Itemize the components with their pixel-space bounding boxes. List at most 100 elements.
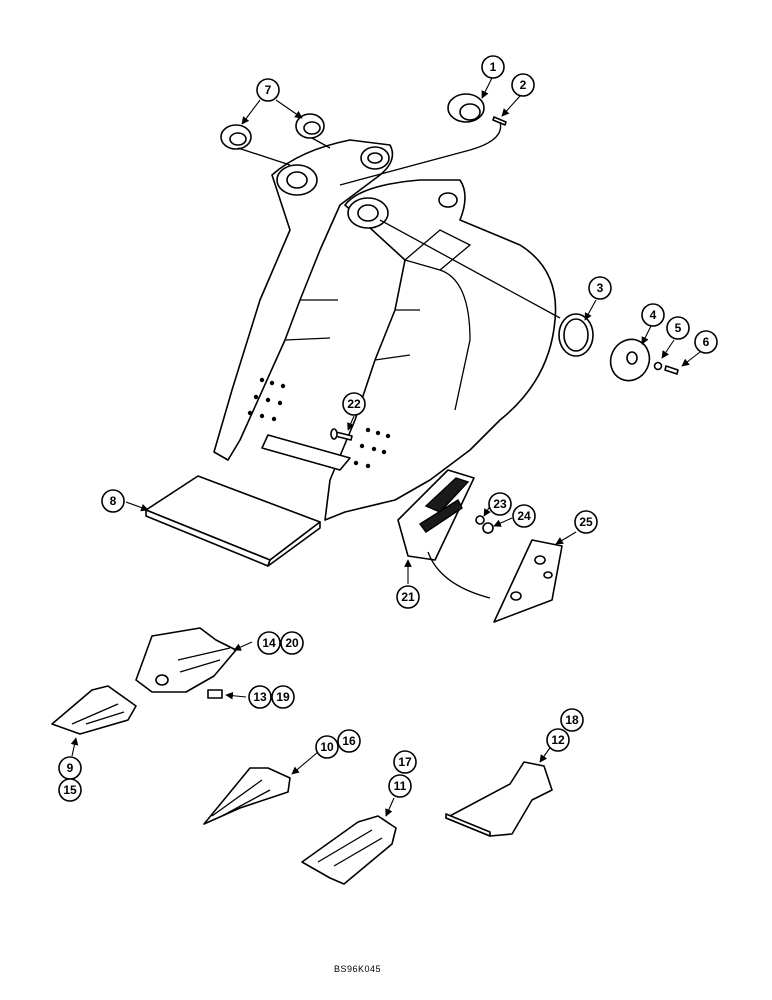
callout-7: 7 (256, 78, 280, 102)
adapter-14 (135, 627, 237, 693)
callout-circle (280, 631, 304, 655)
callout-9: 9 (58, 756, 82, 780)
callout-8: 8 (101, 489, 125, 513)
callout-number: 16 (342, 734, 356, 748)
callout-circle (574, 510, 598, 534)
callout-circle (271, 685, 295, 709)
bolt-holes-right (353, 427, 391, 469)
callout-25: 25 (574, 510, 598, 534)
leader-lines (70, 77, 701, 817)
pin-13 (207, 689, 223, 699)
callout-circle (488, 492, 512, 516)
callout-number: 1 (490, 60, 497, 74)
callout-6: 6 (694, 330, 718, 354)
bolt-22 (330, 428, 353, 441)
callout-number: 14 (262, 636, 276, 650)
callout-circle (248, 685, 272, 709)
callout-23: 23 (488, 492, 512, 516)
callout-number: 23 (493, 497, 507, 511)
callout-number: 18 (565, 713, 579, 727)
callout-circle (396, 585, 420, 609)
side-cutter-25 (493, 539, 563, 623)
callout-circle (641, 303, 665, 327)
callout-circle (694, 330, 718, 354)
callout-circle (512, 504, 536, 528)
callout-number: 3 (597, 281, 604, 295)
callout-14: 14 (257, 631, 281, 655)
callout-11: 11 (388, 774, 412, 798)
tooth-11 (301, 815, 397, 885)
callout-number: 13 (253, 690, 267, 704)
callout-16: 16 (337, 729, 361, 753)
callout-number: 20 (285, 636, 299, 650)
nut-24 (482, 522, 494, 534)
callout-number: 2 (520, 78, 527, 92)
callout-number: 7 (265, 83, 272, 97)
callout-circle (481, 55, 505, 79)
retaining-pin-2 (492, 116, 507, 126)
callout-circle (101, 489, 125, 513)
callout-number: 9 (67, 761, 74, 775)
tooth-12 (445, 761, 553, 837)
callout-number: 22 (347, 397, 361, 411)
callout-circle (58, 778, 82, 802)
callout-number: 8 (110, 494, 117, 508)
callout-13: 13 (248, 685, 272, 709)
tooth-10 (203, 767, 291, 825)
drawing-code-label: BS96K045 (334, 964, 382, 974)
callout-number: 10 (320, 740, 334, 754)
callout-19: 19 (271, 685, 295, 709)
callout-circle (560, 708, 584, 732)
callout-number: 24 (517, 509, 531, 523)
callout-circle (666, 316, 690, 340)
callout-22: 22 (342, 392, 366, 416)
callout-5: 5 (666, 316, 690, 340)
snap-ring-3 (558, 313, 594, 357)
callout-10: 10 (315, 735, 339, 759)
callout-circle (342, 392, 366, 416)
callout-20: 20 (280, 631, 304, 655)
callout-circle (337, 729, 361, 753)
bushing-1 (447, 93, 485, 123)
callout-4: 4 (641, 303, 665, 327)
callout-circle (256, 78, 280, 102)
callout-circle (546, 728, 570, 752)
cutting-edge-8 (145, 475, 321, 567)
callout-number: 15 (63, 783, 77, 797)
callout-3: 3 (588, 276, 612, 300)
callout-circle (588, 276, 612, 300)
callout-number: 6 (703, 335, 710, 349)
callout-12: 12 (546, 728, 570, 752)
callout-circle (388, 774, 412, 798)
callout-number: 17 (398, 755, 412, 769)
callout-15: 15 (58, 778, 82, 802)
callout-circle (393, 750, 417, 774)
callouts: 1 2 7 3 4 5 6 22 8 23 24 25 21 14 20 13 … (58, 55, 718, 802)
callout-circle (511, 73, 535, 97)
lockwasher-23 (475, 515, 485, 525)
callout-number: 12 (551, 733, 565, 747)
lockwasher-5 (653, 361, 663, 371)
seal-7-left (220, 124, 252, 150)
bolt-holes-left (247, 377, 286, 422)
callout-number: 19 (276, 690, 290, 704)
bucket-body (213, 139, 557, 521)
callout-number: 5 (675, 321, 682, 335)
callout-number: 21 (401, 590, 415, 604)
callout-2: 2 (511, 73, 535, 97)
callout-circle (257, 631, 281, 655)
callout-18: 18 (560, 708, 584, 732)
callout-number: 25 (579, 515, 593, 529)
callout-number: 4 (650, 308, 657, 322)
washer-4 (609, 338, 651, 382)
callout-1: 1 (481, 55, 505, 79)
side-cutter-21 (397, 469, 475, 561)
callout-24: 24 (512, 504, 536, 528)
callout-17: 17 (393, 750, 417, 774)
callout-number: 11 (394, 779, 407, 793)
seal-7-right (295, 113, 325, 139)
tooth-9 (51, 685, 137, 735)
callout-21: 21 (396, 585, 420, 609)
bolt-6 (664, 365, 679, 375)
